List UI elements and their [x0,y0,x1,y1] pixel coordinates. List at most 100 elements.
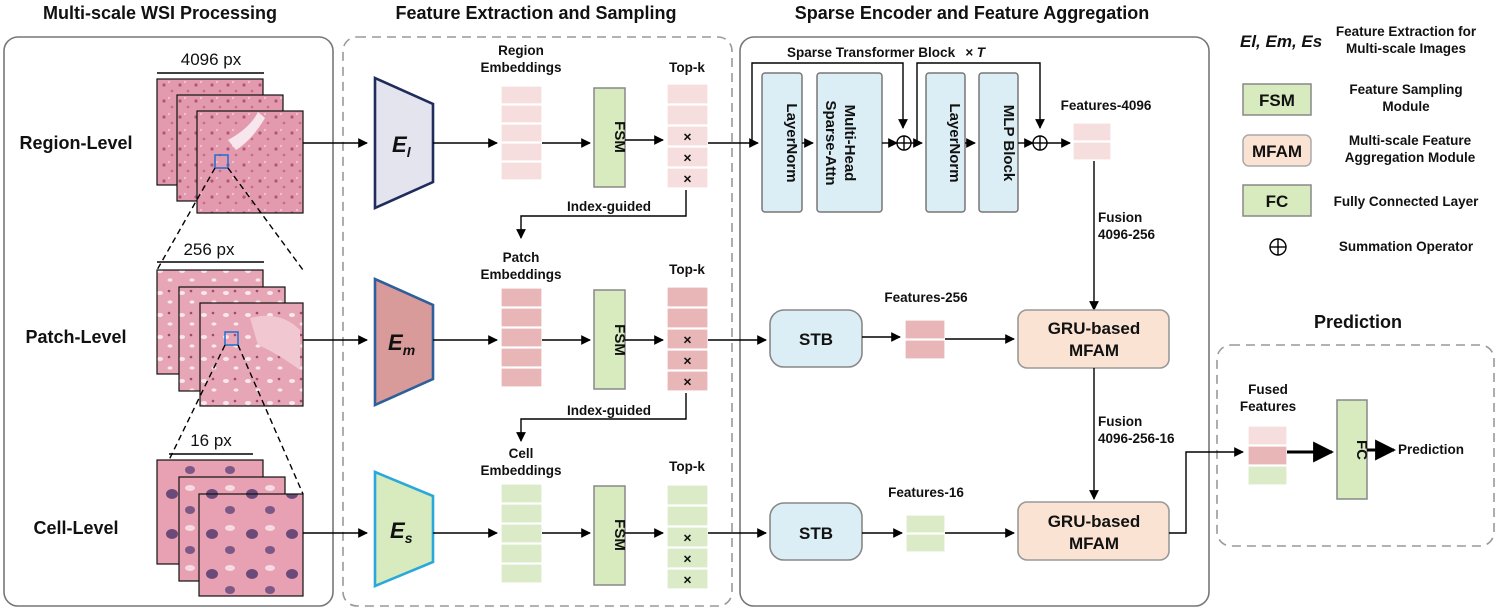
stack-cell [905,514,946,534]
level-label-cell: Cell-Level [33,518,118,538]
region-tile-stack [156,78,304,214]
stack-cell [666,307,709,329]
sum-operator-1 [896,135,912,151]
topk-label-region: Top-k [669,60,705,75]
level-label-patch: Patch-Level [25,327,126,347]
stack-cell [666,505,709,527]
stack-cell [666,125,709,147]
stack-cell [666,526,709,548]
encoder-el-label: El [392,132,412,160]
sparse-panel [739,36,1210,607]
label-line: MFAM [1069,534,1119,553]
stack-cell [500,287,543,308]
stack-cell [666,328,709,350]
stack-cell [1247,445,1288,466]
svg-text:FSM: FSM [611,121,628,153]
label-line: Sparse-Attn [822,100,839,185]
sparse-title: Sparse Encoder and Feature Aggregation [795,3,1149,23]
layernorm-block-1: LayerNorm [761,72,803,213]
svg-text:Multi-HeadSparse-Attn: Multi-HeadSparse-Attn [822,100,858,185]
stb-block-cell: STB [769,502,863,561]
label-line: GRU-based [1048,512,1141,531]
label-line: Region [498,43,544,58]
stb-block-patch: STB [769,309,863,368]
dropped-mark: × [683,129,691,145]
label-line: Embeddings [480,463,561,478]
wsi-panel [3,36,334,607]
dropped-mark: × [683,572,691,588]
stack-cell [666,146,709,168]
stack-cell [500,123,543,143]
svg-text:MFAM: MFAM [1252,142,1302,161]
index-guided-label-2: Index-guided [567,403,651,418]
label-line: Fusion [1098,210,1142,225]
stack-cell [1072,122,1112,142]
label-line: 4096-256 [1098,227,1156,242]
dropped-mark: × [683,551,691,567]
svg-text:LayerNorm: LayerNorm [783,103,800,182]
dropped-mark: × [683,150,691,166]
label-line: Embeddings [480,60,561,75]
stack-cell [500,543,543,564]
prediction-panel [1216,344,1495,547]
stack-cell [666,83,709,105]
prediction-title: Prediction [1314,312,1402,332]
scale-label-patch: 256 px [183,240,235,259]
mlp-block: MLP Block [978,72,1019,213]
dropped-mark: × [683,353,691,369]
stack-cell [1072,141,1112,161]
label-line: Features [1240,399,1296,414]
stack-cell [1247,425,1288,446]
legend-fc-desc: Fully Connected Layer [1334,194,1480,209]
stack-cell [500,483,543,504]
region-topk-stack: ××× [666,83,709,189]
extract-title: Feature Extraction and Sampling [395,3,676,23]
features-16-label: Features-16 [888,485,964,500]
label-line: Module [1382,99,1430,114]
cell-tile-stack [156,459,304,597]
stack-cell [666,547,709,569]
stack-cell [500,347,543,368]
label-line: MFAM [1069,341,1119,360]
label-line: Multi-scale Images [1346,41,1466,56]
label-line: Fusion [1098,414,1142,429]
sum-operator-2 [1032,135,1048,151]
fusion-label-1: Fusion 4096-256 [1098,210,1156,242]
svg-text:FSM: FSM [1259,91,1295,110]
encoder-el [373,75,435,211]
legend-sum-desc: Summation Operator [1339,239,1474,254]
sparse-block-title: Sparse Transformer Block× T [787,45,987,60]
svg-text:STB: STB [799,524,833,543]
label-line: Multi-scale Feature [1349,133,1472,148]
stack-cell [666,484,709,506]
encoder-em-label: Em [388,330,415,358]
stack-cell [904,319,946,340]
topk-label-patch: Top-k [669,262,705,277]
dropped-mark: × [683,530,691,546]
encoder-es [373,470,435,588]
label-line: GRU-based [1048,319,1141,338]
svg-text:FSM: FSM [611,324,628,356]
stack-cell [500,161,543,181]
legend-fc-swatch: FC [1242,184,1312,217]
label-line: Embeddings [480,267,561,282]
stack-cell [500,367,543,388]
dropped-mark: × [683,374,691,390]
fsm-block-cell: FSM [593,485,628,586]
sum-operator-icon [1269,238,1287,256]
svg-text:FC: FC [1353,440,1370,460]
stack-cell [500,307,543,328]
fsm-block-region: FSM [593,87,628,188]
patch-tile-stack [156,269,304,407]
stack-cell [666,349,709,371]
fc-block: FC [1336,399,1370,500]
stack-cell [500,327,543,348]
features-4096-label: Features-4096 [1061,98,1152,113]
cell-topk-stack: × × × [666,484,709,590]
scale-label-region: 4096 px [181,50,242,69]
